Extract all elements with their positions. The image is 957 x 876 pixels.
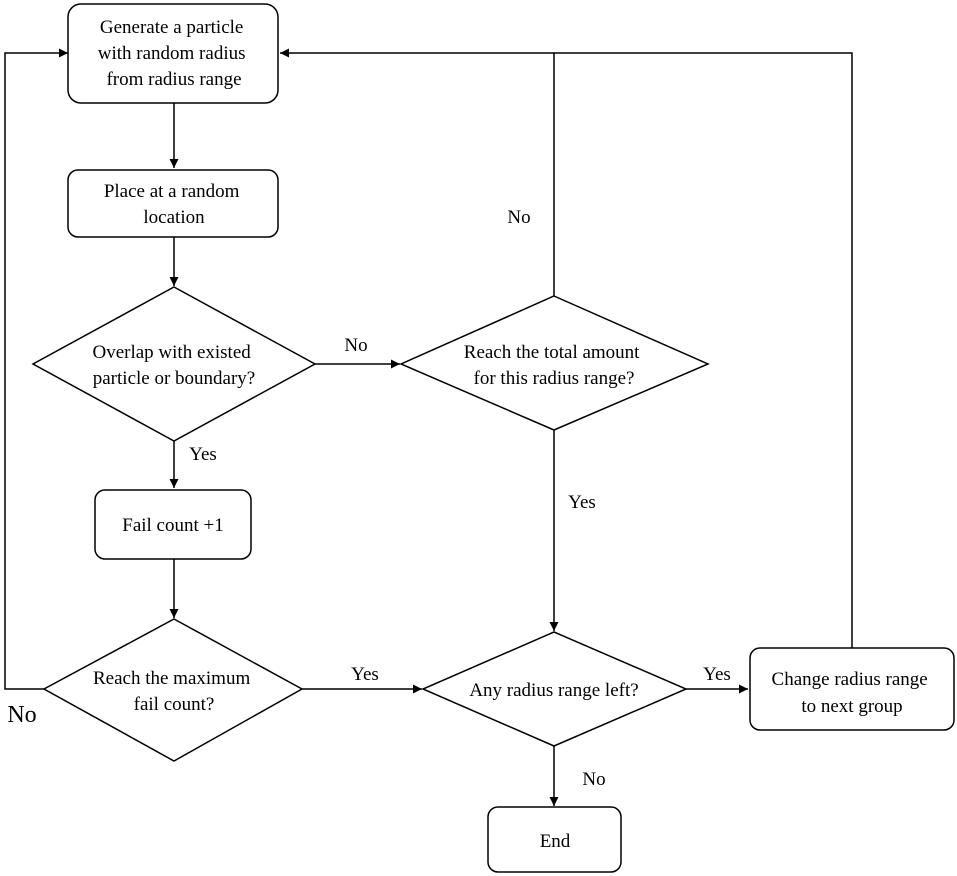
reach-max-no-label: No — [7, 702, 36, 728]
reach-total-no-label: No — [507, 207, 530, 228]
generate-label-line-1: Generate a particle — [100, 17, 243, 38]
reach-max-yes-label: Yes — [351, 664, 379, 685]
edge-reach-total-no-to-generate — [280, 48, 555, 296]
any-left-yes-label: Yes — [703, 664, 731, 685]
reach-max-label-line-1: Reach the maximum — [93, 668, 250, 689]
reach-max-label-line-2: fail count? — [134, 694, 215, 715]
fail-count-box — [94, 489, 252, 560]
reach-max-label: Reach the maximum fail count? — [93, 668, 255, 715]
place-label: Place at a random location — [104, 181, 244, 228]
end-label: End — [540, 831, 571, 852]
node-end: End — [487, 806, 622, 873]
reach-total-label: Reach the total amount for this radius r… — [464, 342, 644, 389]
node-any-left: Any radius range left? — [421, 631, 688, 747]
place-label-line-2: location — [143, 207, 205, 228]
node-overlap: Overlap with existed particle or boundar… — [31, 286, 317, 442]
overlap-yes-label: Yes — [189, 444, 217, 465]
end-box — [487, 806, 622, 873]
overlap-diamond — [31, 286, 317, 442]
node-fail-count: Fail count +1 — [94, 489, 252, 560]
node-generate: Generate a particle with random radius f… — [67, 3, 279, 104]
change-range-label: Change radius range to next group — [772, 669, 933, 717]
any-left-diamond — [421, 631, 688, 747]
generate-label-line-2: with random radius — [98, 43, 246, 64]
edges — [4, 48, 853, 806]
generate-box — [67, 3, 279, 104]
edge-reach-max-no-to-generate — [4, 48, 68, 690]
generate-label-line-3: from radius range — [106, 69, 241, 90]
reach-total-diamond — [399, 295, 710, 431]
node-reach-max: Reach the maximum fail count? — [42, 618, 304, 762]
change-range-label-line-1: Change radius range — [772, 669, 928, 690]
reach-total-yes-label: Yes — [568, 492, 596, 513]
overlap-label-line-2: particle or boundary? — [93, 368, 255, 389]
reach-total-label-line-1: Reach the total amount — [464, 342, 640, 363]
place-label-line-1: Place at a random — [104, 181, 240, 202]
overlap-label-line-1: Overlap with existed — [92, 342, 251, 363]
node-reach-total: Reach the total amount for this radius r… — [399, 295, 710, 431]
node-place: Place at a random location — [67, 169, 279, 238]
end-label-line-1: End — [540, 831, 571, 852]
reach-max-diamond — [42, 618, 304, 762]
any-left-no-label: No — [582, 769, 605, 790]
fail-count-label: Fail count +1 — [122, 515, 224, 536]
overlap-label: Overlap with existed particle or boundar… — [92, 342, 255, 389]
any-left-label: Any radius range left? — [469, 680, 638, 701]
change-range-label-line-2: to next group — [801, 696, 902, 717]
generate-label: Generate a particle with random radius f… — [98, 17, 251, 90]
fail-count-label-line-1: Fail count +1 — [122, 515, 224, 536]
any-left-label-line-1: Any radius range left? — [469, 680, 638, 701]
edge-labels: No Yes No Yes Yes No Yes No — [7, 207, 731, 790]
place-box — [67, 169, 279, 238]
change-range-box — [749, 647, 955, 731]
node-change-range: Change radius range to next group — [749, 647, 955, 731]
overlap-no-label: No — [344, 335, 367, 356]
reach-total-label-line-2: for this radius range? — [474, 368, 635, 389]
edge-change-range-to-generate — [554, 52, 853, 648]
